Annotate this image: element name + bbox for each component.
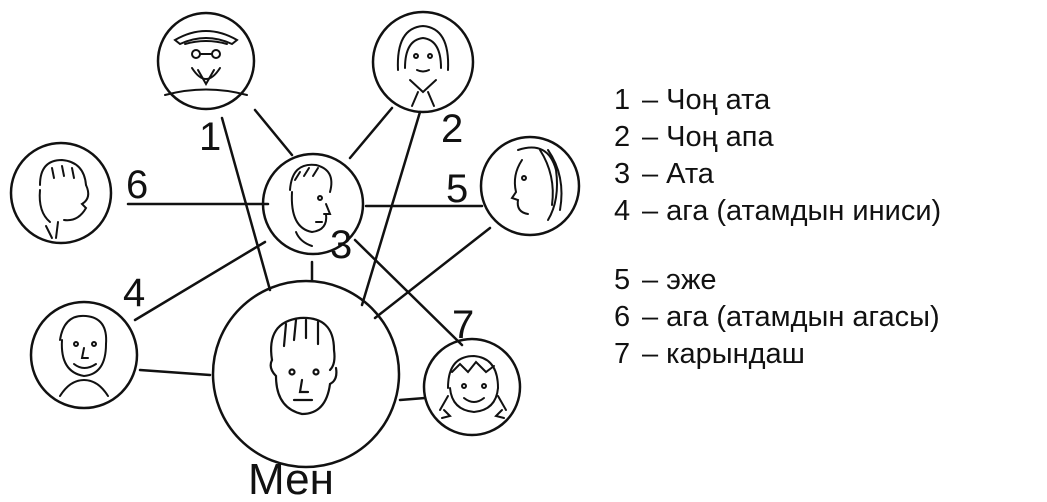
- uncle-older-portrait-icon: [38, 158, 90, 239]
- legend-dash: –: [642, 264, 659, 296]
- legend-number: 7: [614, 338, 631, 370]
- father-portrait-icon: [289, 163, 333, 247]
- center-label: Мен: [248, 455, 334, 502]
- node-number-6: 6: [126, 163, 148, 207]
- legend-item: 3–Ата: [614, 156, 941, 193]
- node-uncle-younger: [29, 300, 139, 410]
- legend-text: эже: [666, 264, 717, 296]
- legend-dash: –: [642, 84, 659, 116]
- legend-number: 2: [614, 121, 631, 153]
- legend-dash: –: [642, 195, 659, 227]
- node-older-sister: [479, 135, 581, 237]
- older-sister-portrait-icon: [510, 146, 563, 221]
- legend-item: 5–эже: [614, 262, 941, 299]
- legend-item: 7–карындаш: [614, 336, 941, 373]
- node-number-4: 4: [123, 271, 145, 315]
- legend-list: 1–Чоң ата 2–Чоң апа 3–Ата 4–ага (атамдын…: [614, 82, 941, 373]
- node-grandmother: [371, 10, 475, 114]
- node-me: [211, 279, 401, 469]
- node-younger-sister: [422, 337, 522, 437]
- self-boy-portrait-icon: [269, 316, 338, 416]
- node-number-7: 7: [452, 303, 474, 347]
- grandfather-portrait-icon: [164, 30, 248, 96]
- uncle-younger-portrait-icon: [59, 314, 109, 397]
- connector-lines: [126, 106, 492, 402]
- legend-item: 4–ага (атамдын иниси): [614, 193, 941, 230]
- legend-text: ага (атамдын иниси): [666, 195, 942, 227]
- legend-dash: –: [642, 301, 659, 333]
- legend-item: 1–Чоң ата: [614, 82, 941, 119]
- legend-number: 5: [614, 264, 631, 296]
- legend-item: 2–Чоң апа: [614, 119, 941, 156]
- younger-sister-portrait-icon: [439, 354, 507, 419]
- legend-number: 1: [614, 84, 631, 116]
- node-uncle-older: [9, 141, 113, 245]
- legend-text: Чоң апа: [666, 121, 774, 153]
- legend-item: 6–ага (атамдын агасы): [614, 299, 941, 336]
- node-number-1: 1: [199, 115, 221, 159]
- legend-text: Ата: [666, 158, 714, 190]
- legend-number: 6: [614, 301, 631, 333]
- node-number-3: 3: [330, 223, 352, 267]
- node-number-5: 5: [446, 167, 468, 211]
- legend-text: Чоң ата: [666, 84, 771, 116]
- grandmother-portrait-icon: [396, 24, 450, 107]
- legend-dash: –: [642, 338, 659, 370]
- node-number-2: 2: [441, 107, 463, 151]
- node-grandfather: [156, 11, 256, 111]
- legend-number: 4: [614, 195, 631, 227]
- legend-number: 3: [614, 158, 631, 190]
- legend-dash: –: [642, 158, 659, 190]
- legend-dash: –: [642, 121, 659, 153]
- legend-text: карындаш: [666, 338, 805, 370]
- node-father: [261, 152, 365, 256]
- legend-text: ага (атамдын агасы): [666, 301, 940, 333]
